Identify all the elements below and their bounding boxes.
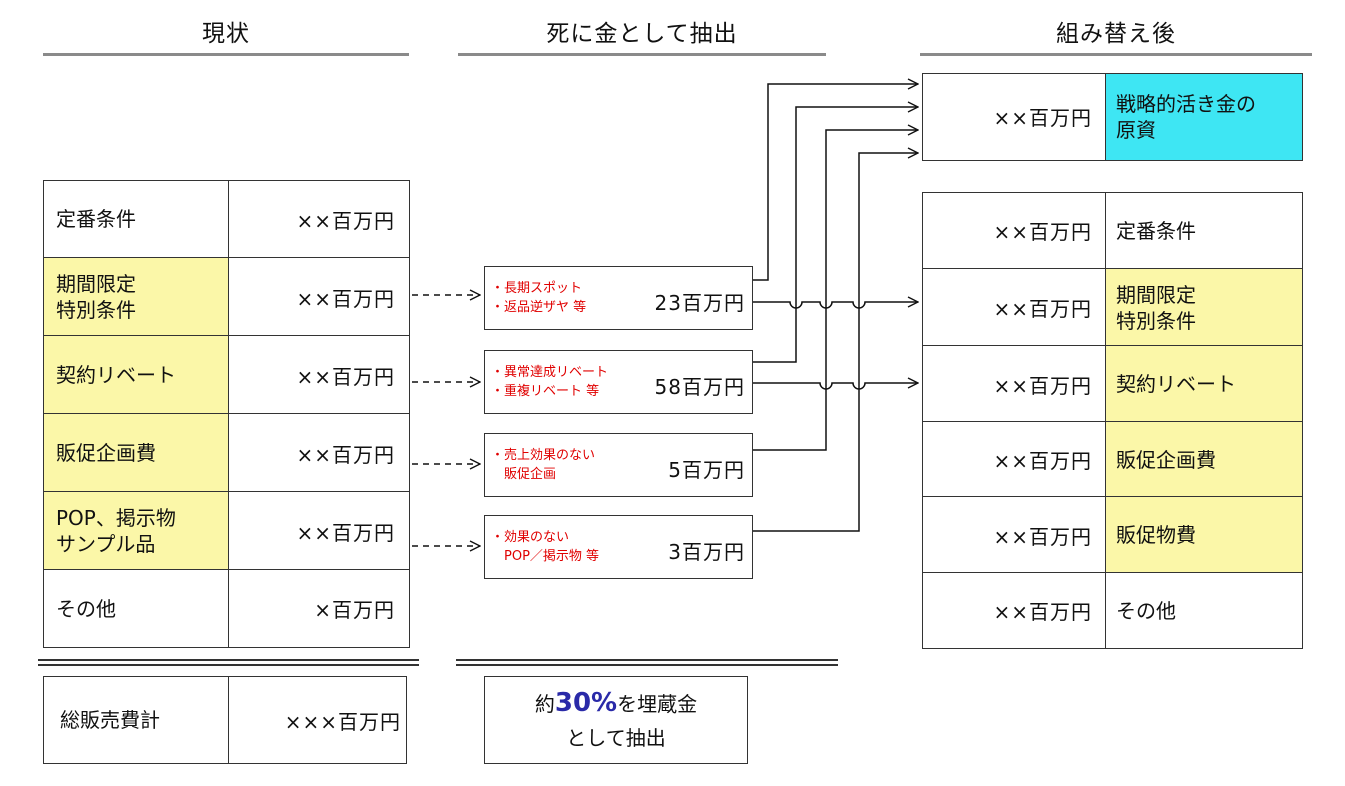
after-row-amount: ××百万円 xyxy=(993,449,1092,473)
extract-box-note: ・長期スポット・返品逆ザヤ 等 xyxy=(491,281,587,315)
strategic-border xyxy=(922,73,1303,161)
extract-summary-text: 約30%を埋蔵金として抽出 xyxy=(534,688,698,750)
extract-box: ・効果のない POP／掲示物 等 3百万円 xyxy=(484,515,753,579)
after-row-label: 販促物費 xyxy=(1106,497,1302,573)
current-row-amount: ××百万円 xyxy=(296,286,395,311)
extract-box-note: ・売上効果のない 販促企画 xyxy=(491,448,596,482)
header-current: 現状 xyxy=(202,21,250,47)
extract-box: ・長期スポット・返品逆ザヤ 等 23百万円 xyxy=(484,266,753,330)
after-row-label: 契約リベート xyxy=(1106,346,1302,422)
current-total-separator xyxy=(38,664,419,666)
after-table-rowline xyxy=(922,345,1303,346)
hopover-arrow xyxy=(753,383,918,390)
strategic-amount: ××百万円 xyxy=(993,106,1092,130)
extract-total-separator xyxy=(456,664,838,666)
after-table-rowline xyxy=(922,421,1303,422)
current-table-rowline xyxy=(43,569,410,570)
current-row-label: 契約リベート xyxy=(43,336,229,414)
after-table-divider xyxy=(1105,192,1106,649)
after-table-border xyxy=(922,192,1303,649)
header-after-rule xyxy=(920,53,1312,56)
extract-box-amount: 3百万円 xyxy=(668,540,745,564)
after-row-amount: ××百万円 xyxy=(993,220,1092,244)
route-arrow xyxy=(753,153,918,532)
current-row-label: 期間限定特別条件 xyxy=(43,258,229,336)
strategic-divider xyxy=(1105,73,1106,161)
current-table-rowline xyxy=(43,257,410,258)
after-table-rowline xyxy=(922,572,1303,573)
after-row-label: 期間限定特別条件 xyxy=(1106,269,1302,346)
after-row-amount: ××百万円 xyxy=(993,297,1092,321)
current-table-rowline xyxy=(43,413,410,414)
extract-summary: 約30%を埋蔵金として抽出 xyxy=(484,676,748,764)
current-total-divider xyxy=(228,676,229,764)
after-row-label: 販促企画費 xyxy=(1106,422,1302,497)
after-table-rowline xyxy=(922,496,1303,497)
current-table-rowline xyxy=(43,335,410,336)
after-row-amount: ××百万円 xyxy=(993,524,1092,549)
extract-box: ・異常達成リベート・重複リベート 等 58百万円 xyxy=(484,350,753,414)
current-total-amount: ×××百万円 xyxy=(284,709,401,734)
after-table-rowline xyxy=(922,268,1303,269)
current-total-label: 総販売費計 xyxy=(60,708,160,732)
extract-box: ・売上効果のない 販促企画 5百万円 xyxy=(484,433,753,497)
current-row-amount: ××百万円 xyxy=(296,442,395,467)
current-row-label: 販促企画費 xyxy=(43,414,229,492)
extract-percent: 30% xyxy=(554,688,618,718)
header-after: 組み替え後 xyxy=(1056,21,1176,47)
current-table-border xyxy=(43,180,410,648)
strategic-label: 戦略的活き金の原資 xyxy=(1106,73,1302,160)
current-table-rowline xyxy=(43,491,410,492)
extract-box-note: ・効果のない POP／掲示物 等 xyxy=(491,530,600,564)
extract-total-separator xyxy=(456,659,838,661)
current-total-separator xyxy=(38,659,419,661)
header-extract: 死に金として抽出 xyxy=(546,21,738,47)
route-arrow xyxy=(753,107,918,363)
extract-box-amount: 5百万円 xyxy=(668,458,745,482)
header-current-rule xyxy=(43,53,409,56)
extract-box-amount: 23百万円 xyxy=(654,291,745,315)
after-row-label: 定番条件 xyxy=(1116,218,1196,243)
current-total-border xyxy=(43,676,407,764)
current-row-amount: ××百万円 xyxy=(296,520,395,545)
current-row-amount: ××百万円 xyxy=(296,208,395,233)
current-row-label: 定番条件 xyxy=(56,207,136,231)
current-row-label: その他 xyxy=(56,596,116,621)
after-row-amount: ××百万円 xyxy=(993,600,1092,624)
current-table-divider xyxy=(228,180,229,648)
after-row-label: その他 xyxy=(1116,598,1176,623)
hopover-arrow xyxy=(753,302,918,309)
extract-box-note: ・異常達成リベート・重複リベート 等 xyxy=(491,365,609,399)
current-row-amount: ×百万円 xyxy=(314,598,395,622)
route-arrow xyxy=(753,130,918,451)
extract-box-amount: 58百万円 xyxy=(654,375,745,399)
header-extract-rule xyxy=(458,53,826,56)
after-row-amount: ××百万円 xyxy=(993,373,1092,398)
current-row-amount: ××百万円 xyxy=(296,364,395,389)
current-row-label: POP、掲示物サンプル品 xyxy=(43,492,229,570)
route-arrow xyxy=(753,84,918,281)
